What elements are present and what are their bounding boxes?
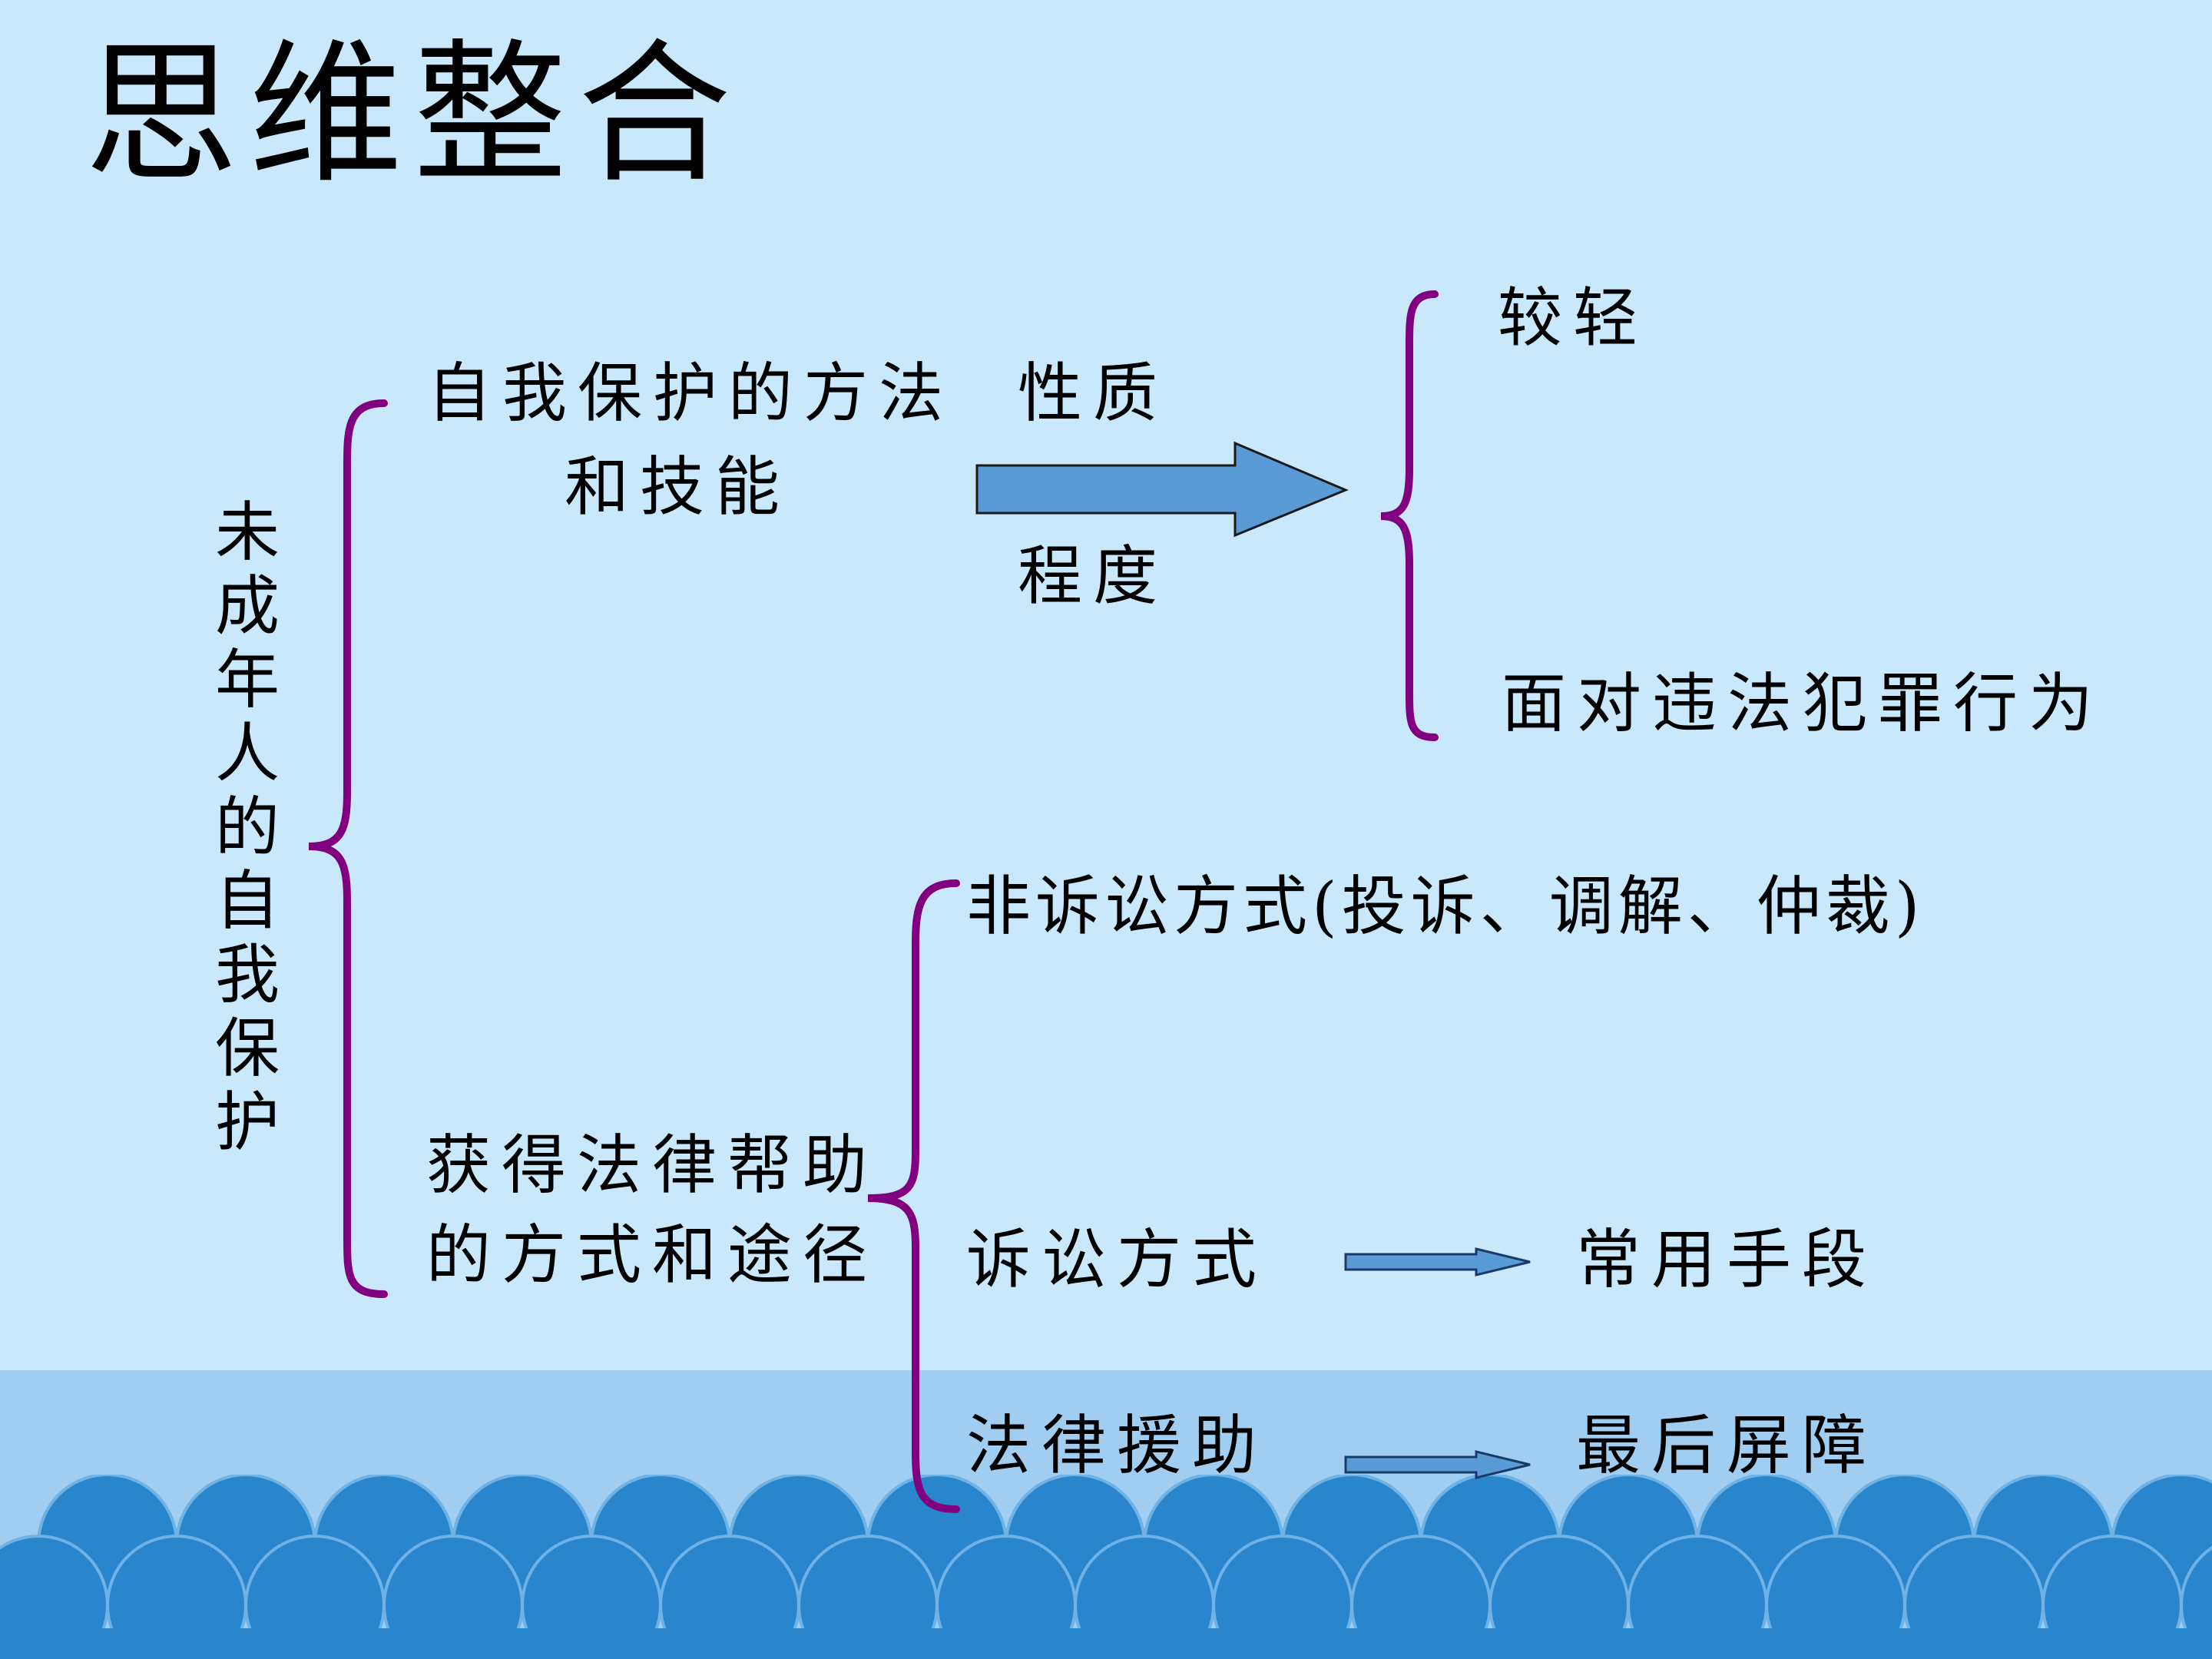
arrow-label-bottom: 程度 xyxy=(1018,538,1169,614)
branch1-line2: 和技能 xyxy=(565,449,791,525)
root-node-label: 未成年人的自我保护 xyxy=(214,495,280,1160)
small-arrow-2 xyxy=(1344,1450,1531,1479)
arrow-label-top: 性质 xyxy=(1018,356,1169,431)
result-legal-aid: 最后屏障 xyxy=(1576,1408,1878,1483)
main-arrow xyxy=(975,441,1349,538)
wave-decoration xyxy=(0,1475,2212,1659)
wave-base xyxy=(0,1628,2212,1659)
branch2-line1: 获得法律帮助 xyxy=(426,1128,879,1203)
item-litigation: 诉讼方式 xyxy=(966,1222,1268,1297)
small-arrow-1 xyxy=(1344,1247,1531,1277)
brace-branch2 xyxy=(867,879,960,1513)
result-top: 较轻 xyxy=(1498,280,1649,356)
item-legal-aid: 法律援助 xyxy=(966,1408,1268,1483)
brace-result xyxy=(1380,290,1439,741)
branch1-line1: 自我保护的方法 xyxy=(427,356,955,431)
branch2-line2: 的方式和途径 xyxy=(426,1217,879,1293)
brace-main xyxy=(308,399,388,1298)
page-title: 思维整合 xyxy=(84,25,743,204)
result-litigation: 常用手段 xyxy=(1576,1222,1878,1297)
item-non-litigation: 非诉讼方式(投诉、调解、仲裁) xyxy=(966,869,1925,944)
result-bottom: 面对违法犯罪行为 xyxy=(1502,666,2104,741)
